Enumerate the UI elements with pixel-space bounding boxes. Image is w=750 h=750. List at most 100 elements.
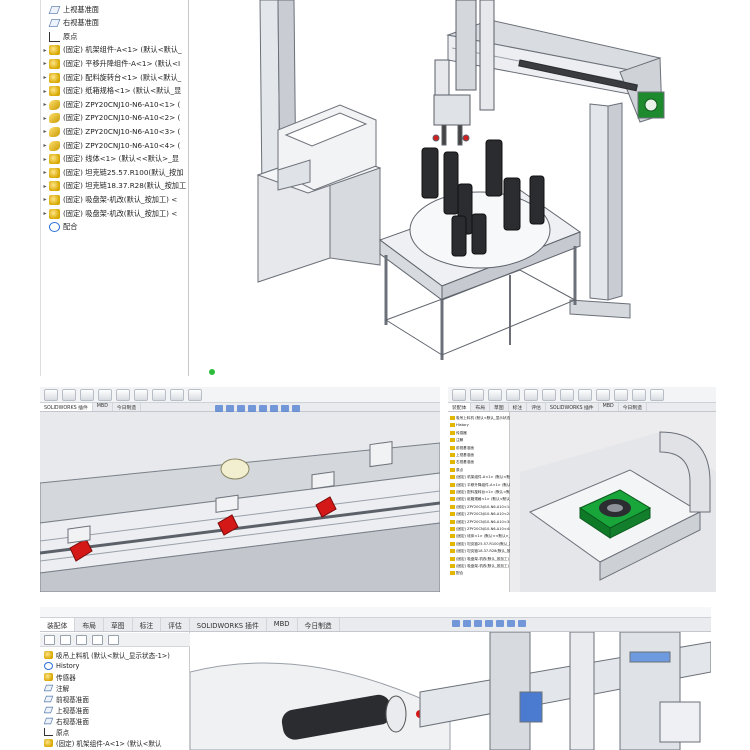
tree-item[interactable]: 上视基准面 [41,3,190,16]
expand-arrow-icon[interactable]: ▸ [43,142,47,149]
toolbar-button[interactable] [116,388,130,401]
tree-item[interactable]: 吸吊上料机 (默认<默认_显示状态-1>) [450,416,510,423]
tree-item[interactable]: 吸吊上料机 (默认<默认_显示状态-1>) [44,650,190,660]
tree-item[interactable]: ▸(固定) 平移升降组件-A<1> (默认<I [41,57,190,70]
tree-item[interactable]: 配合 [41,221,190,234]
display-manager-icon[interactable] [108,634,119,645]
expand-arrow-icon[interactable]: ▸ [43,169,47,177]
tab-addins[interactable]: SOLIDWORKS 插件 [546,403,599,411]
tree-item[interactable]: ▸(固定) 线体<1> (默认<<默认>_显 [41,153,190,166]
tree-item[interactable]: ▸(固定) 坦克链18.37.R28(默认_按加工 [41,180,190,193]
3d-viewport-conveyor[interactable] [40,413,440,592]
toolbar-button[interactable] [650,388,664,401]
tree-item[interactable]: 前视基准面 [44,694,190,704]
expand-arrow-icon[interactable]: ▸ [43,74,47,81]
tree-item[interactable]: ▸(固定) ZPY20CNJ10-N6-A10<1> ( [41,98,190,111]
tree-item[interactable]: ▸(固定) 坦克链25.57.R100(默认_按加 [41,166,190,179]
toolbar-button[interactable] [488,388,502,401]
toolbar-button[interactable] [560,388,574,401]
tree-item[interactable]: ▸(固定) 吸盘架-机改(默认_按加工) < [41,193,190,206]
tree-item[interactable]: (固定) 机架组件-A<1> (默认<默认_ [450,475,510,482]
tree-item[interactable]: (固定) ZPY20CNJ10-N6-A10<3> ( [450,519,510,527]
tree-item[interactable]: ▸(固定) 配料旋转台<1> (默认<默认_ [41,71,190,84]
tree-item[interactable]: 右视基准面 [450,460,510,467]
tree-item[interactable]: ▸(固定) 吸盘架-机改(默认_按加工) < [41,207,190,220]
scene-icon[interactable] [518,620,526,627]
tree-item[interactable]: (固定) 坦克链18.37.R28(默认_按加工 [450,549,510,556]
expand-arrow-icon[interactable]: ▸ [43,182,47,190]
tab-sketch[interactable]: 草图 [490,403,509,411]
tab-today-manufacture[interactable]: 今日制造 [113,403,142,411]
command-tabs[interactable]: 装配体 布局 草图 标注 评估 SOLIDWORKS 插件 MBD 今日制造 [40,618,711,632]
section-view-icon[interactable] [474,620,482,627]
tab-markup[interactable]: 标注 [509,403,528,411]
feature-tree-mid[interactable]: 吸吊上料机 (默认<默认_显示状态-1>)History传感器注解前视基准面上视… [448,412,510,592]
tree-item[interactable]: History [44,661,190,671]
tree-item[interactable]: (固定) ZPY20CNJ10-N6-A10<4> ( [450,527,510,534]
toolbar-button[interactable] [98,388,112,401]
toolbar-button[interactable] [80,388,94,401]
tree-item[interactable]: (固定) 配料旋转台<1> (默认<默认 [450,490,510,497]
tree-item[interactable]: ▸(固定) ZPY20CNJ10-N6-A10<4> ( [41,139,190,152]
expand-arrow-icon[interactable]: ▸ [43,210,47,217]
toolbar-button[interactable] [134,388,148,401]
tab-layout[interactable]: 布局 [471,403,491,411]
expand-arrow-icon[interactable]: ▸ [43,101,47,109]
tree-item[interactable]: 传感器 [450,430,510,438]
toolbar-button[interactable] [506,388,520,401]
dimxpert-icon[interactable] [92,634,103,645]
tab-assembly[interactable]: 装配体 [40,618,76,631]
expand-arrow-icon[interactable]: ▸ [43,60,47,68]
view-toolbar[interactable] [215,405,300,412]
tab-evaluate[interactable]: 评估 [527,403,546,411]
toolbar-button[interactable] [170,388,184,401]
toolbar-button[interactable] [596,388,610,401]
feature-manager-icon[interactable] [44,634,55,645]
command-toolbar[interactable] [448,387,716,403]
tree-item[interactable]: 上视基准面 [450,453,510,460]
3d-viewport-bracket[interactable] [510,412,716,592]
zoom-area-icon[interactable] [226,405,234,412]
tree-item[interactable]: 右视基准面 [44,716,190,726]
toolbar-button[interactable] [470,388,484,401]
display-style-icon[interactable] [485,620,493,627]
expand-arrow-icon[interactable]: ▸ [43,114,47,122]
view-settings-icon[interactable] [292,405,300,412]
tree-item[interactable]: 原点 [44,727,190,737]
zoom-area-icon[interactable] [463,620,471,627]
tree-item[interactable]: (固定) 纸箱规格<1> (默认<默认_显 [450,497,510,504]
property-manager-icon[interactable] [60,634,71,645]
tab-addins[interactable]: SOLIDWORKS 插件 [190,618,267,631]
tree-item[interactable]: 上视基准面 [44,705,190,715]
toolbar-button[interactable] [524,388,538,401]
command-tabs[interactable]: 装配体 布局 草图 标注 评估 SOLIDWORKS 插件 MBD 今日制造 [448,403,716,412]
tab-markup[interactable]: 标注 [133,618,162,631]
tab-today-manufacture[interactable]: 今日制造 [619,403,647,411]
tree-item[interactable]: (固定) 吸盘架-机改(默认_按加工) < [450,556,510,564]
tree-item[interactable]: (固定) 坦克链25.57.R100(默认_按加 [450,541,510,549]
scene-icon[interactable] [281,405,289,412]
toolbar-button[interactable] [614,388,628,401]
view-toolbar[interactable] [452,620,526,627]
expand-arrow-icon[interactable]: ▸ [43,155,47,163]
toolbar-button[interactable] [632,388,646,401]
tree-item[interactable]: 前视基准面 [450,445,510,453]
expand-arrow-icon[interactable]: ▸ [43,46,47,54]
zoom-icon[interactable] [452,620,460,627]
tab-evaluate[interactable]: 评估 [161,618,190,631]
tree-item[interactable]: ▸(固定) ZPY20CNJ10-N6-A10<2> ( [41,112,190,125]
feature-tree-top[interactable]: 上视基准面右视基准面原点▸(固定) 机架组件-A<1> (默认<默认_▸(固定)… [40,0,189,376]
expand-arrow-icon[interactable]: ▸ [43,87,47,95]
tree-item[interactable]: 原点 [450,467,510,475]
tree-item[interactable]: 配合 [450,571,510,578]
tree-item[interactable]: (固定) ZPY20CNJ10-N6-A10<2> ( [450,512,510,519]
tree-item[interactable]: (固定) 线体<1> (默认<<默认>_显 [450,534,510,541]
toolbar-button[interactable] [62,388,76,401]
toolbar-button[interactable] [152,388,166,401]
toolbar-button[interactable] [452,388,466,401]
display-style-icon[interactable] [248,405,256,412]
expand-arrow-icon[interactable]: ▸ [43,128,47,136]
tree-item[interactable]: 注解 [44,683,190,693]
tab-mbd[interactable]: MBD [93,403,113,411]
